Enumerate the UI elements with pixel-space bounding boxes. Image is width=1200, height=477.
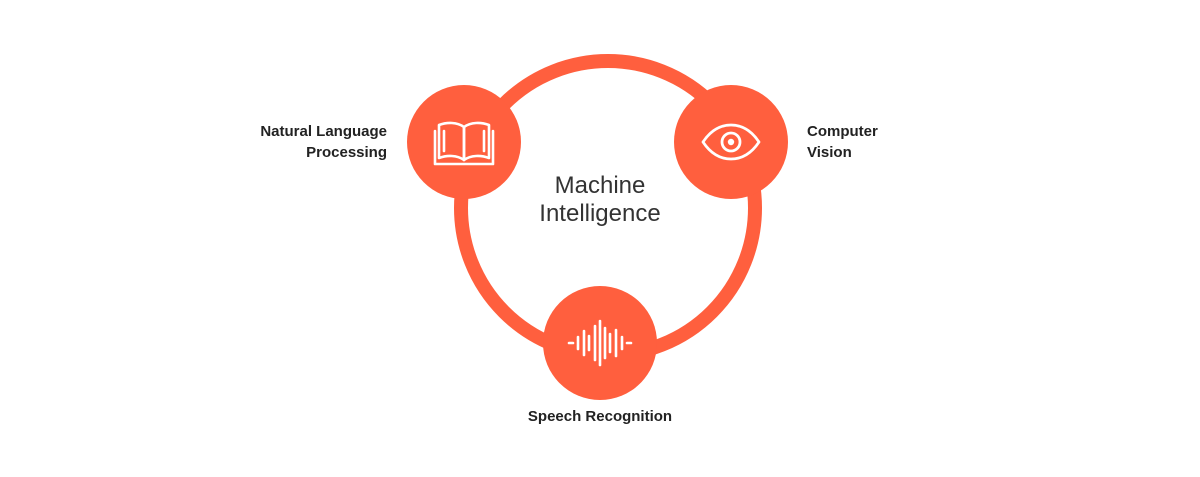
label-cv-line1: Computer bbox=[807, 123, 878, 140]
label-speech-recognition: Speech Recognition bbox=[500, 406, 700, 427]
label-computer-vision: Computer Vision bbox=[807, 121, 967, 163]
node-natural-language-processing bbox=[407, 85, 521, 199]
label-nlp-line2: Processing bbox=[306, 144, 387, 161]
label-sr-text: Speech Recognition bbox=[527, 408, 673, 425]
center-title-line1: Machine bbox=[554, 172, 646, 199]
sound-wave-icon bbox=[567, 319, 633, 367]
label-natural-language-processing: Natural Language Processing bbox=[220, 121, 387, 163]
open-book-icon bbox=[433, 121, 495, 166]
center-title: Machine Intelligence bbox=[500, 172, 700, 228]
label-nlp-line1: Natural Language bbox=[260, 123, 387, 140]
node-speech-recognition bbox=[543, 286, 657, 400]
center-title-line2: Intelligence bbox=[539, 200, 661, 227]
eye-icon bbox=[701, 123, 761, 161]
label-cv-line2: Vision bbox=[807, 144, 852, 161]
node-computer-vision bbox=[674, 85, 788, 199]
